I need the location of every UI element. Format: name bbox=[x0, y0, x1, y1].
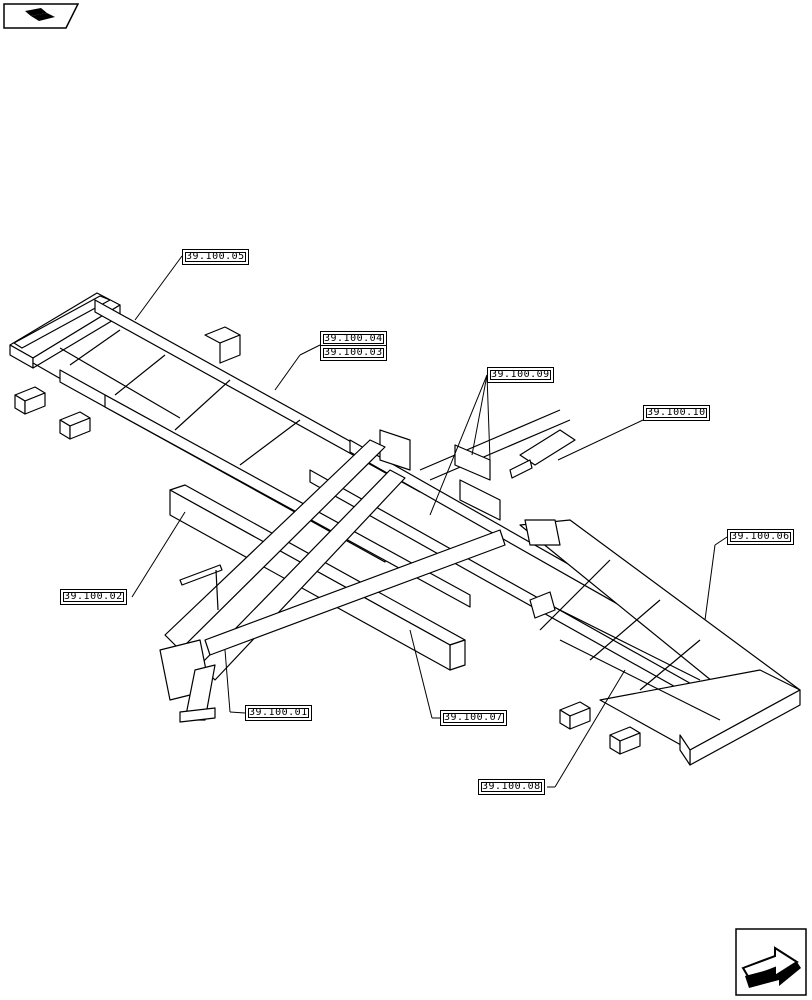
left-blocks bbox=[14, 326, 241, 440]
callout-39-100-06[interactable]: 39.100.06 bbox=[727, 529, 794, 545]
right-wing-frame bbox=[519, 519, 801, 766]
right-hitch-bracket bbox=[454, 429, 576, 481]
callout-39-100-08[interactable]: 39.100.08 bbox=[478, 779, 545, 795]
callout-39-100-05[interactable]: 39.100.05 bbox=[182, 249, 249, 265]
book-icon bbox=[25, 8, 55, 21]
hitch-tongue bbox=[159, 439, 506, 723]
callout-39-100-10[interactable]: 39.100.10 bbox=[643, 405, 710, 421]
book-nav-tab[interactable] bbox=[3, 3, 79, 29]
callout-39-100-01[interactable]: 39.100.01 bbox=[245, 705, 312, 721]
callout-39-100-03[interactable]: 39.100.03 bbox=[320, 345, 387, 361]
next-page-arrow-icon bbox=[741, 946, 801, 988]
callout-39-100-07[interactable]: 39.100.07 bbox=[440, 710, 507, 726]
callout-39-100-09[interactable]: 39.100.09 bbox=[487, 367, 554, 383]
next-page-button[interactable] bbox=[735, 928, 807, 996]
callout-39-100-02[interactable]: 39.100.02 bbox=[60, 589, 127, 605]
